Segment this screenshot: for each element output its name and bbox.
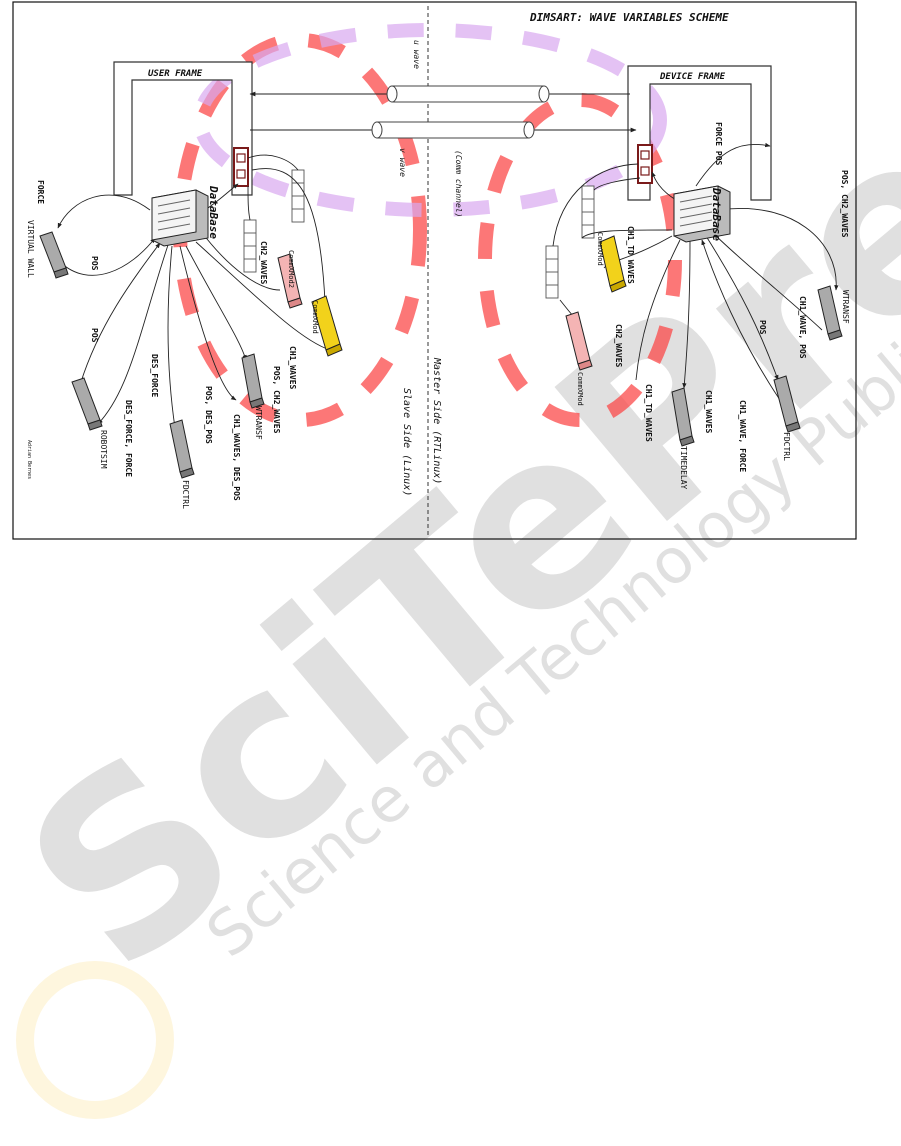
device-pos-label: POS — [758, 320, 767, 335]
device-connections — [552, 142, 839, 401]
commxmod-device-yellow-label: CommXMod — [596, 232, 604, 266]
user-des-force-label: DES_FORCE — [150, 354, 159, 398]
commxmod-device-pink-label: CommXMod — [576, 372, 584, 406]
user-pos-des-pos-label: POS, DES_POS — [204, 386, 213, 444]
user-pos-wall-label: POS — [90, 256, 99, 271]
device-pos-ch2-waves-label: POS, CH2_WAVES — [840, 170, 849, 238]
master-side-label: Master Side (RTLinux) — [431, 357, 442, 484]
user-database-label: DataBase — [207, 185, 220, 239]
fdctrl-device-label: FDCTRL — [782, 432, 791, 461]
virtual-wall-label: VIRTUAL WALL — [26, 220, 35, 278]
user-force-label: FORCE — [36, 180, 45, 204]
commxmod-user-module — [311, 295, 343, 357]
user-frame-label: USER FRAME — [148, 69, 203, 79]
device-database — [673, 185, 731, 243]
device-ch1-waves-label: CH1_WAVES — [704, 390, 713, 434]
fdctrl-user-label: FDCTRL — [181, 480, 190, 509]
slave-side-label: Slave Side (Linux) — [401, 388, 412, 496]
user-ch1-waves-label: CH1_WAVES — [288, 346, 297, 390]
credit-label: Adrian Bernes — [26, 440, 32, 479]
device-ch2-waves-label: CH2_WAVES — [614, 324, 623, 368]
user-pos-ch2-waves-label: POS, CH2_WAVES — [272, 366, 281, 434]
device-frame-label: DEVICE FRAME — [659, 72, 726, 82]
fdctrl-device-module — [773, 375, 801, 433]
wtransf-device-module — [817, 285, 843, 341]
device-ch1-wave-force-label: CH1_WAVE, FORCE — [738, 400, 747, 472]
diagram-title: DIMSART: WAVE VARIABLES SCHEME — [529, 11, 729, 24]
commxmod-user-label: CommXMod — [311, 300, 319, 334]
timedelay-module — [671, 387, 695, 447]
wtransf-device-label: WTRANSF — [841, 290, 850, 324]
diagram-border — [12, 1, 857, 540]
commxmod-device-yellow-module — [599, 235, 627, 293]
user-ch1-waves-des-pos-label: CH1_WAVES, DES_POS — [232, 414, 241, 501]
device-ch1-td-waves-b-label: CH1_TD_WAVES — [644, 384, 653, 442]
comm-pipes — [249, 85, 637, 139]
user-ch2-waves-label: CH2_WAVES — [259, 241, 268, 285]
virtual-wall-module — [39, 231, 69, 279]
device-force-pos-label: FORCE POS — [714, 122, 723, 166]
commxmod2-user-module — [277, 253, 303, 309]
wtransf-user-label: WTRANSF — [254, 406, 263, 440]
device-frame — [627, 65, 772, 201]
buffer-stacks — [243, 169, 595, 299]
wtransf-user-module — [241, 353, 265, 409]
v-wave-label: v wave — [398, 148, 407, 177]
user-database — [151, 189, 209, 247]
device-database-label: DataBase — [710, 187, 723, 241]
device-ch1-wave-pos-label: CH1_WAVE, POS — [798, 296, 807, 359]
user-pos-robot-label: POS — [90, 328, 99, 343]
commxmod2-user-label: CommXMod2 — [287, 250, 295, 288]
robotsim-label: ROBOTSIM — [99, 430, 108, 469]
device-socket — [637, 144, 653, 184]
timedelay-label: TIMEDELAY — [679, 446, 688, 490]
commxmod-device-pink-module — [565, 311, 593, 371]
u-wave-label: u wave — [412, 40, 421, 69]
comm-channel-label: (Comm channel) — [454, 150, 463, 217]
user-socket — [233, 147, 249, 187]
user-des-force-force-label: DES_FORCE, FORCE — [124, 400, 133, 477]
robotsim-module — [71, 377, 103, 431]
device-ch1-td-waves-a-label: CH1_TD WAVES — [626, 226, 635, 284]
fdctrl-user-module — [169, 419, 195, 479]
user-connections — [57, 154, 331, 429]
